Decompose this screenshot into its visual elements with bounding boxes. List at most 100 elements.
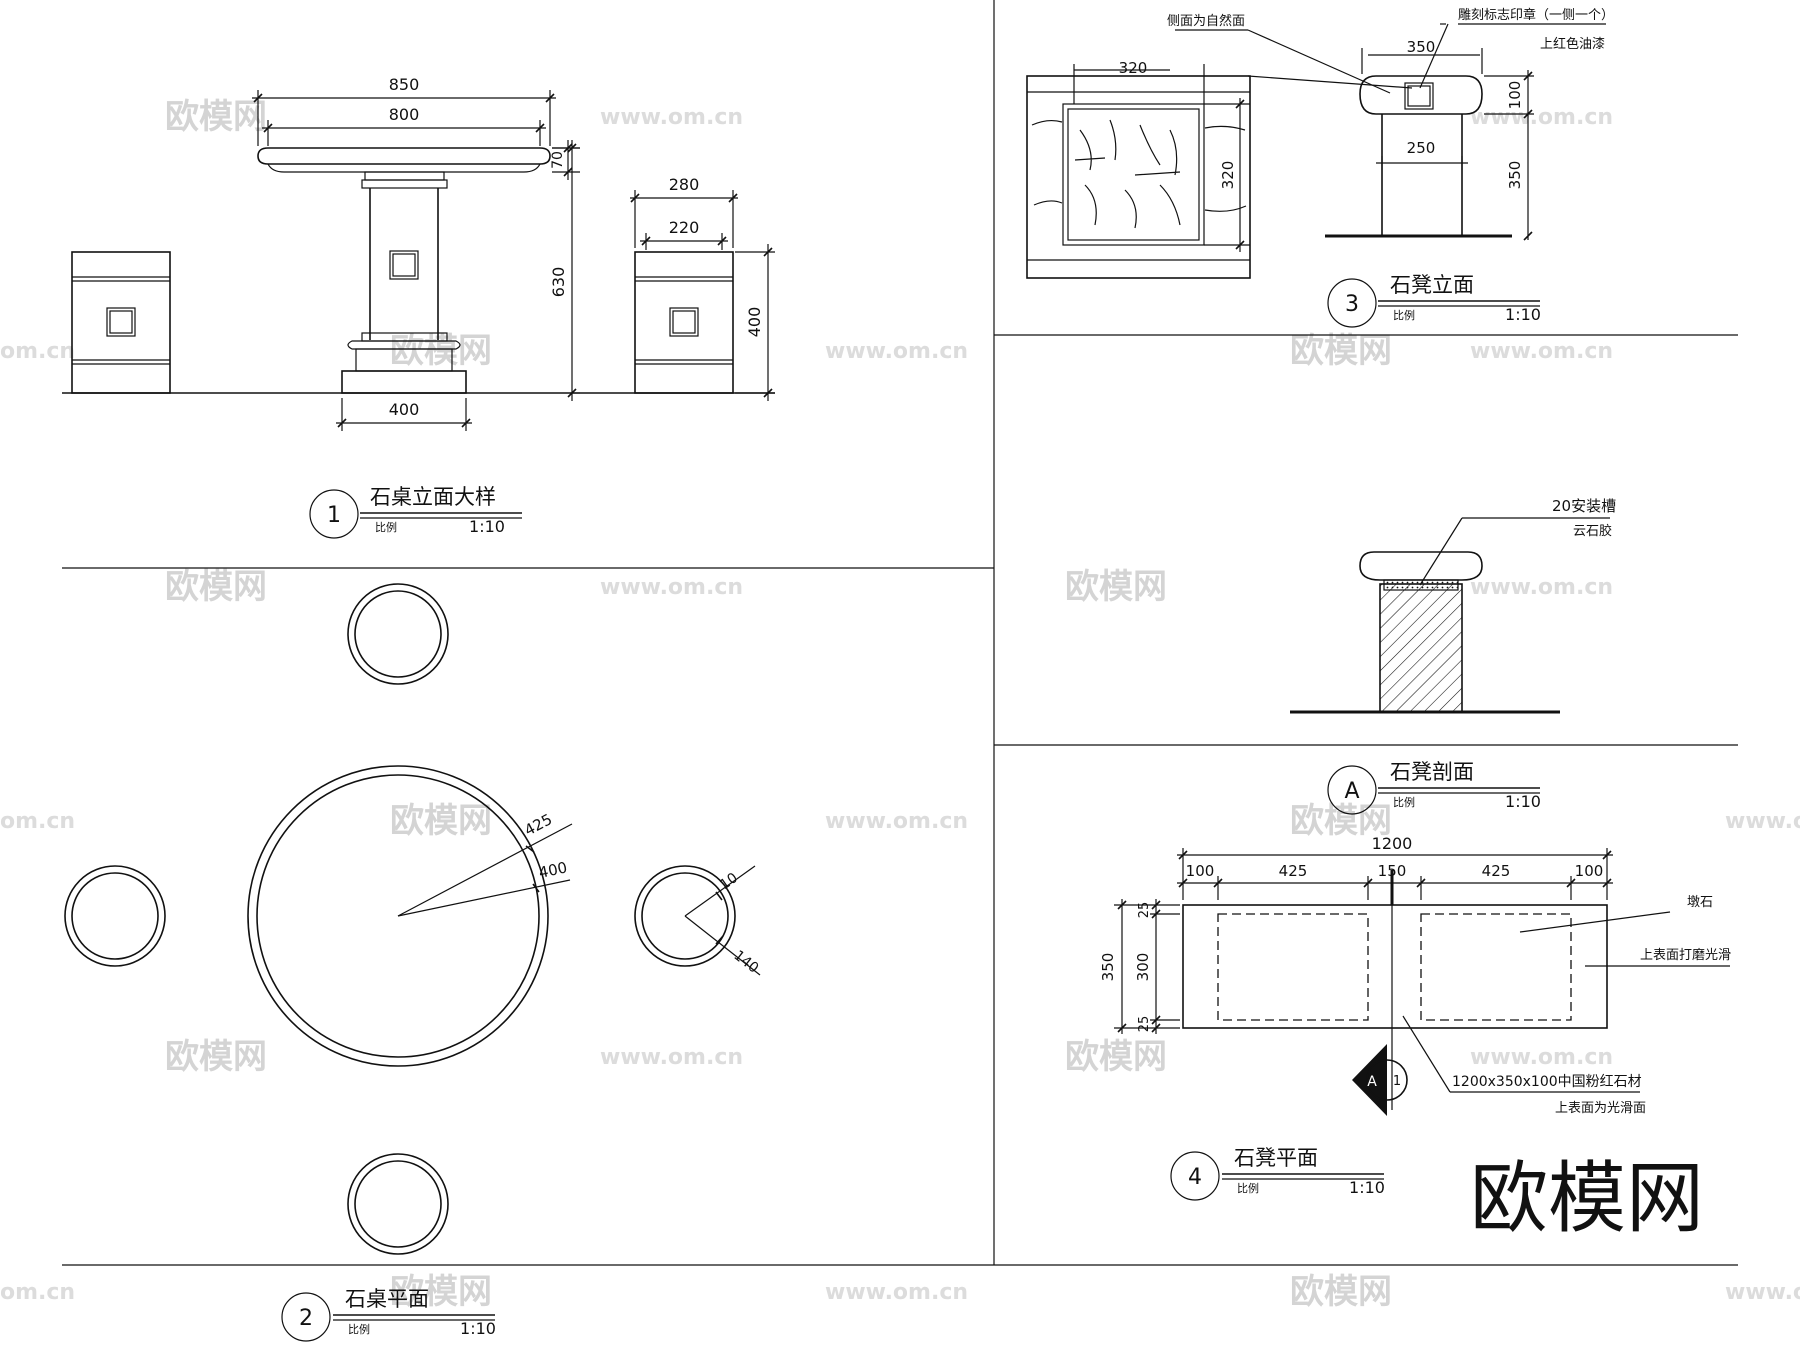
watermark-brand: 欧模网 bbox=[1290, 801, 1392, 841]
seal-enlarged-panel: 320 320 bbox=[1026, 59, 1251, 279]
watermark-url: www.om.cn bbox=[600, 575, 743, 600]
detail-number: A bbox=[1344, 779, 1359, 804]
dim-bench-depth-2: 300 bbox=[1134, 953, 1152, 982]
dim-bench-leg-width: 250 bbox=[1407, 139, 1436, 157]
dim-seal-height: 320 bbox=[1219, 161, 1237, 190]
watermark-url: www.om.cn bbox=[1470, 1045, 1613, 1070]
dim-bench-length: 1200 bbox=[1372, 834, 1413, 853]
bench-elevation: 350 250 100 350 侧面为自然面 雕刻标志印章（一侧一个） 上红色油… bbox=[1167, 7, 1614, 241]
detail-title: 石桌平面 bbox=[345, 1287, 429, 1311]
stool-plan-left bbox=[64, 865, 166, 967]
dim-stool-height: 400 bbox=[745, 307, 764, 338]
table-elevation-dimensions: 850 800 70 630 400 bbox=[252, 75, 775, 431]
scale-value: 1:10 bbox=[1505, 305, 1541, 324]
detail-title: 石凳剖面 bbox=[1390, 760, 1474, 784]
stool-plan-bottom bbox=[347, 1153, 449, 1255]
watermark-url: om.cn bbox=[0, 1280, 75, 1305]
dim-bench-seg-2: 425 bbox=[1279, 862, 1308, 880]
detail-title-1: 1 石桌立面大样 比例 1:10 bbox=[309, 485, 522, 539]
watermark-url: www.om.cn bbox=[600, 105, 743, 130]
watermark-brand: 欧模网 bbox=[1065, 1037, 1167, 1077]
dim-bench-depth-3: 25 bbox=[1137, 1016, 1152, 1033]
stool-plan-right bbox=[634, 865, 736, 967]
detail-title-4: 4 石凳平面 比例 1:10 bbox=[1170, 1146, 1385, 1201]
dim-bench-seg-3: 150 bbox=[1378, 862, 1407, 880]
scale-label: 比例 bbox=[1393, 795, 1415, 809]
note-carved-seal: 雕刻标志印章（一侧一个） bbox=[1458, 7, 1614, 23]
dim-table-base: 400 bbox=[389, 400, 420, 419]
table-plan-drawing: 425 400 10 140 2 石桌平面 比例 1:10 bbox=[64, 583, 761, 1342]
watermark-brand: 欧模网 bbox=[1290, 331, 1392, 371]
note-marble-glue: 云石胶 bbox=[1573, 523, 1612, 539]
scale-label: 比例 bbox=[348, 1322, 370, 1336]
note-top-polished: 上表面打磨光滑 bbox=[1640, 948, 1731, 963]
note-red-paint: 上红色油漆 bbox=[1540, 36, 1605, 52]
watermark-brand: 欧模网 bbox=[390, 1272, 492, 1312]
detail-title: 石桌立面大样 bbox=[370, 485, 496, 509]
watermark-url: www.om.cn bbox=[600, 1045, 743, 1070]
section-cut-marker: A 1 bbox=[1352, 1044, 1408, 1116]
detail-title-2: 2 石桌平面 比例 1:10 bbox=[281, 1287, 496, 1342]
bench-plan-drawing: A 1 1200 100 425 150 425 100 bbox=[1099, 834, 1731, 1201]
bench-plan-dimensions: 1200 100 425 150 425 100 350 bbox=[1099, 834, 1613, 1034]
section-ref: 1 bbox=[1393, 1074, 1401, 1089]
watermark-url: www.om.cn bbox=[825, 809, 968, 834]
watermark-url: www.om.cn bbox=[1725, 1280, 1800, 1305]
watermark-layer: 欧模网 欧模网 欧模网 欧模网 欧模网 欧模网 欧模网 欧模网 欧模网 欧模网 … bbox=[0, 97, 1800, 1312]
scale-label: 比例 bbox=[1393, 308, 1415, 322]
stone-table-elevation bbox=[257, 147, 551, 394]
stool-elevation-right bbox=[634, 251, 734, 394]
watermark-brand: 欧模网 bbox=[165, 97, 267, 137]
watermark-brand: 欧模网 bbox=[165, 567, 267, 607]
bench-section-drawing: 20安装槽 云石胶 A 石凳剖面 比例 1:10 bbox=[1290, 497, 1616, 815]
dim-stool-top-outer: 280 bbox=[669, 175, 700, 194]
scale-value: 1:10 bbox=[469, 517, 505, 536]
detail-title: 石凳平面 bbox=[1234, 1146, 1318, 1170]
watermark-url: www.om.cn bbox=[825, 339, 968, 364]
dim-seal-width: 320 bbox=[1119, 59, 1148, 77]
bench-plan-notes: 墩石 上表面打磨光滑 1200x350x100中国粉红石材 上表面为光滑面 bbox=[1402, 895, 1731, 1116]
section-mark: A bbox=[1367, 1074, 1377, 1090]
dim-stool-top-inner: 220 bbox=[669, 218, 700, 237]
dim-table-height: 630 bbox=[549, 267, 568, 298]
table-plan-top bbox=[247, 765, 549, 1067]
detail-number: 3 bbox=[1345, 292, 1359, 317]
dim-bench-depth-1: 25 bbox=[1137, 902, 1152, 919]
scale-value: 1:10 bbox=[1505, 792, 1541, 811]
dim-table-top-inner: 800 bbox=[389, 105, 420, 124]
dim-bench-top-thickness: 100 bbox=[1506, 81, 1524, 110]
stool-elevation-left bbox=[71, 251, 171, 394]
dim-bench-leg-height: 350 bbox=[1506, 161, 1524, 190]
detail-title-3: 3 石凳立面 比例 1:10 bbox=[1327, 273, 1541, 328]
dim-plan-table-inner: 400 bbox=[537, 858, 569, 882]
scale-value: 1:10 bbox=[1349, 1178, 1385, 1197]
note-side-face: 侧面为自然面 bbox=[1167, 13, 1245, 29]
watermark-brand: 欧模网 bbox=[1065, 567, 1167, 607]
table-elevation-drawing: 850 800 70 630 400 bbox=[62, 75, 775, 539]
watermark-url: www.om.cn bbox=[1470, 339, 1613, 364]
sheet-frame bbox=[62, 0, 1738, 1266]
watermark-url: www.om.cn bbox=[1470, 575, 1613, 600]
dim-bench-depth: 350 bbox=[1099, 953, 1117, 982]
dim-bench-seg-1: 100 bbox=[1186, 862, 1215, 880]
note-stone-spec: 1200x350x100中国粉红石材 bbox=[1452, 1074, 1642, 1090]
scale-label: 比例 bbox=[375, 520, 397, 534]
detail-number: 2 bbox=[299, 1306, 313, 1331]
scale-value: 1:10 bbox=[460, 1319, 496, 1338]
stool-plan-top bbox=[347, 583, 449, 685]
note-pier-stone: 墩石 bbox=[1687, 895, 1713, 910]
dim-bench-seg-5: 100 bbox=[1575, 862, 1604, 880]
detail-number: 4 bbox=[1188, 1165, 1202, 1190]
watermark-brand: 欧模网 bbox=[1290, 1272, 1392, 1312]
bench-elevation-drawing: 320 320 350 250 bbox=[1026, 7, 1614, 328]
watermark-url: om.cn bbox=[0, 809, 75, 834]
watermark-brand: 欧模网 bbox=[165, 1037, 267, 1077]
watermark-url: www.om.cn bbox=[1470, 105, 1613, 130]
detail-title: 石凳立面 bbox=[1390, 273, 1474, 297]
dim-table-top-outer: 850 bbox=[389, 75, 420, 94]
detail-title-a: A 石凳剖面 比例 1:10 bbox=[1327, 760, 1541, 815]
dim-bench-seg-4: 425 bbox=[1482, 862, 1511, 880]
detail-number: 1 bbox=[327, 503, 341, 528]
watermark-url: om.cn bbox=[0, 339, 75, 364]
